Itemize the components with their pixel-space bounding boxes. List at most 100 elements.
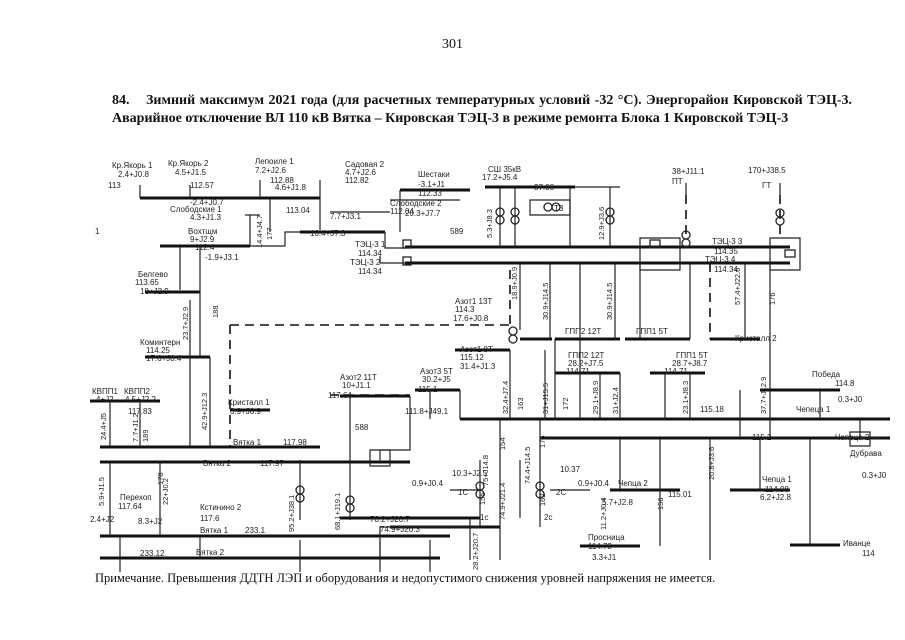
node-tec3-4-label: ТЭЦ-3 4 <box>705 255 736 264</box>
flow-label: 11.2+J0.4 <box>599 497 608 530</box>
small-label: 172 <box>561 397 570 410</box>
node-prosnitsa-label: Просница <box>588 533 625 542</box>
flow-label: 18.9+J0.9 <box>510 267 519 300</box>
node-ivanovo-voltage: 114 <box>862 549 875 558</box>
node-chepca1-voltage: 115.18 <box>700 405 724 414</box>
node-kstinino2-label: Кстинино 2 <box>200 503 242 512</box>
flow-label: 111.8+J49.1 <box>405 407 449 416</box>
equipment <box>295 202 796 513</box>
small-label: 177 <box>265 227 274 240</box>
node-kr-yakorya1-voltage: 113 <box>108 181 121 190</box>
node-prosnitsa-flow: 3.3+J1 <box>592 553 617 562</box>
node-slobodskoe2-label: Слободские 2 <box>390 199 442 208</box>
flow-label: 24.4+J5 <box>99 413 108 440</box>
node-komintern-flow: 17.6+J0.4 <box>146 354 182 363</box>
node-vyatka2b-voltage: 233.12 <box>140 549 165 558</box>
flow-label: 14.4+J4.7 <box>255 215 264 248</box>
flow-label: 10.37 <box>560 465 581 474</box>
node-chepca1-label: Чепеца 1 <box>796 405 831 414</box>
flow-label: 10.3+J2.5 <box>452 469 488 478</box>
node-azot1-13t-voltage: 114.3 <box>455 305 475 314</box>
footnote: Примечание. Превышения ДДТН ЛЭП и оборуд… <box>95 571 716 585</box>
flow-label: 37.7+J12.9 <box>759 377 768 414</box>
heading-number: 84. <box>112 93 130 108</box>
node-pt-flow: 38+J11.1 <box>672 167 705 176</box>
flow-label: 30.9+J14.5 <box>605 283 614 320</box>
flow-label: 7.7+J3.1 <box>330 212 361 221</box>
node-azot2-11t-flow: 10+J1.1 <box>342 381 371 390</box>
small-label: 588 <box>355 423 369 432</box>
small-label: 162 <box>538 493 547 506</box>
node-gpp2-12t-b-flow: 28.2+J7.5 <box>568 359 604 368</box>
node-kristall2-label: Кристалл 2 <box>735 334 777 343</box>
line-flow-labels: -2.4+J0.7 4.6+J1.8 20.3+J7.7 7.7+J3.1 16… <box>90 183 609 534</box>
node-kvspp1-flow: 4+J2 <box>96 395 114 404</box>
small-label: 156 <box>656 497 665 510</box>
flow-label: 23.7+J2.9 <box>181 307 190 340</box>
node-tec3-1-voltage: 114.34 <box>358 249 382 258</box>
node-azot2-11t-label: Азот2 11Т <box>340 373 377 382</box>
flow-label: 95.2+J38.1 <box>287 495 296 532</box>
node-vokhtsh-label: Вохтщм <box>188 227 217 236</box>
flow-label: 7.7+J1.2 <box>131 413 140 442</box>
node-chepca2-label: Чепеца 2 <box>835 433 870 442</box>
node-azot1-8t-label: Азот1 8Т <box>460 345 493 354</box>
node-lepoile1-voltage: 112.88 <box>270 176 294 185</box>
node-komintern-voltage: 114.25 <box>146 346 170 355</box>
node-slobodskoe1-label: Слободские 1 <box>170 205 222 214</box>
flow-label: 8.3+J2 <box>138 517 163 526</box>
node-kvspp2-label: КВПП2 <box>124 387 150 396</box>
flow-label: 75+J14.8 <box>481 455 490 486</box>
node-gpp1-5t-b-label: ГПП1 5Т <box>676 351 708 360</box>
node-azot1-8t-voltage: 115.12 <box>460 353 484 362</box>
flow-label: 0.9+J0.4 <box>578 479 609 488</box>
heading-text: Зимний максимум 2021 года (для расчетных… <box>112 93 852 126</box>
node-kristall1-flow: 3.9+J0.9 <box>230 407 261 416</box>
flow-label: 2.4+J2 <box>90 515 115 524</box>
flow-label: 68.1+J19.1 <box>333 493 342 530</box>
small-label: 155 <box>478 492 487 505</box>
node-lepoile1-label: Лепоиле 1 <box>255 157 294 166</box>
node-gpp1-5t-b-flow: 28.7+J8.7 <box>672 359 708 368</box>
node-azot3-5t-label: Азот3 5Т <box>420 367 453 376</box>
flow-label: 78.2+J20.7 <box>370 515 410 524</box>
small-label: 163 <box>516 397 525 410</box>
flow-label: 29.1+J8.9 <box>591 381 600 414</box>
node-tec3-2-label: ТЭЦ-3 2 <box>350 258 381 267</box>
node-vyatka1-voltage: 117.98 <box>283 438 307 447</box>
flow-label: 31+J2.4 <box>611 387 620 414</box>
node-pt-label: ПТ <box>672 177 683 186</box>
node-tec3-4-voltage: 114.34 <box>714 265 738 274</box>
disconnected-lines <box>229 195 781 447</box>
flow-label: 30.9+J14.5 <box>541 283 550 320</box>
node-gpp2-12t-b-voltage: 114.71 <box>566 367 590 376</box>
small-labels: 1C 2C 1c 2c 154 155 156 162 163 172 175 … <box>95 227 777 522</box>
flow-label: 74.9+J21.4 <box>498 483 507 520</box>
flow-label: 74.9+J20.3 <box>380 525 420 534</box>
node-belgevo-label: Белгево <box>138 270 168 279</box>
node-azot1-8t-flow: 31.4+J1.3 <box>460 362 496 371</box>
small-label: 188 <box>211 305 220 318</box>
node-gpp2-12t-label: ГПП2 12Т <box>565 327 601 336</box>
node-pobeda-voltage: 114.8 <box>835 379 855 388</box>
flow-label: 0.9+J0.4 <box>412 479 443 488</box>
node-slobodskoe1-voltage: 113.04 <box>286 206 310 215</box>
flow-label: 23.1+J8.3 <box>681 381 690 414</box>
node-kr-yakorya1-label: Кр.Якорь 1 <box>112 161 153 170</box>
node-gt-flow: 170+J38.5 <box>748 166 786 175</box>
small-label: 1c <box>480 513 488 522</box>
node-labels: Кр.Якорь 1 2.4+J0.8 113 Кр.Якорь 2 4.5+J… <box>92 157 887 562</box>
node-vyatka1b-voltage: 233.1 <box>245 526 266 535</box>
node-vyatka2b-label: Вятка 2 <box>196 548 225 557</box>
node-chepca-1b-flow: 6.2+J2.8 <box>760 493 791 502</box>
flow-label: 12.9+J3.6 <box>597 207 606 240</box>
node-azot1-13t-label: Азот1 13Т <box>455 297 492 306</box>
small-label: 2C <box>556 488 566 497</box>
node-slobodskoe2-voltage: 112.04 <box>390 207 414 216</box>
node-sh35-flow: 17.2+J5.4 <box>482 173 518 182</box>
node-shestaki-voltage: 112.33 <box>418 189 442 198</box>
node-azot3-5t-voltage: 115.1 <box>418 385 438 394</box>
flow-label: 31+J15.5 <box>541 383 550 414</box>
node-sh35-label: СШ 35кВ <box>488 165 521 174</box>
